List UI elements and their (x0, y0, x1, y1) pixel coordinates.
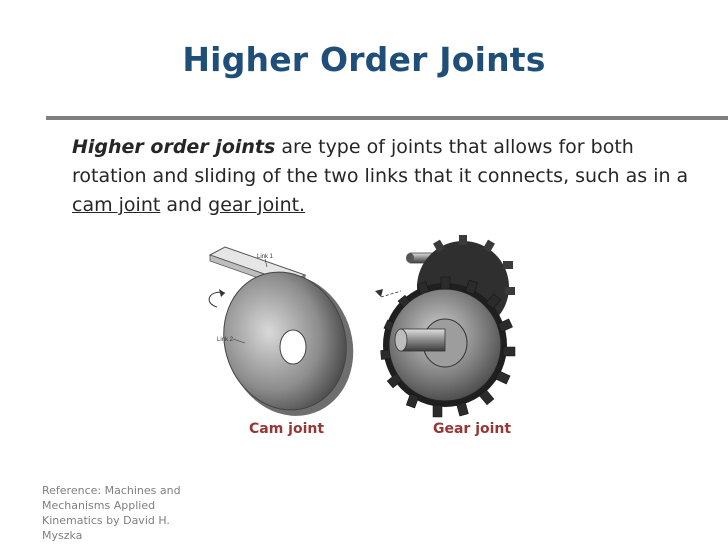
reference-line-3: Kinematics by David H. Myszka (42, 514, 170, 542)
reference-note: Reference: Machines and Mechanisms Appli… (42, 483, 212, 543)
caption-cam-joint: Cam joint (249, 421, 325, 437)
reference-line-2: Mechanisms Applied (42, 499, 156, 512)
figure-label-link1: Link 1 (257, 254, 274, 260)
title-divider (46, 116, 728, 120)
joints-figure: Link 1 Link 2 (208, 235, 516, 418)
gear-joint-illustration (375, 235, 516, 418)
body-text-part2: and (160, 194, 209, 216)
body-text-part1: are type of joints that allows for both … (72, 136, 689, 187)
slide-title: Higher Order Joints (182, 40, 546, 79)
figure-label-link2: Link 2 (217, 337, 234, 343)
body-paragraph: Higher order joints are type of joints t… (72, 133, 692, 220)
reference-line-1: Reference: Machines and (42, 484, 181, 497)
cam-joint-illustration: Link 1 Link 2 (208, 246, 354, 416)
term-higher-order-joints: Higher order joints (72, 136, 276, 158)
caption-gear-joint: Gear joint (433, 421, 512, 437)
cam-joint-link[interactable]: cam joint (72, 194, 161, 216)
gear-joint-link[interactable]: gear joint. (208, 194, 306, 216)
